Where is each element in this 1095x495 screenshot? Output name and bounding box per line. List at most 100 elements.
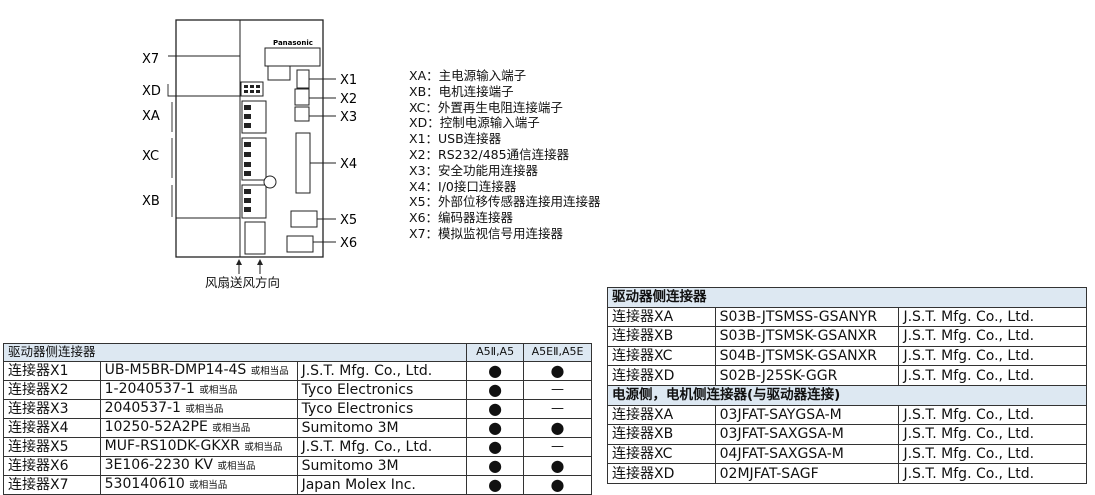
- equivalent-note: 或相当品: [185, 403, 224, 415]
- part-number: 530140610 或相当品: [99, 474, 298, 495]
- support-a5: ●: [466, 379, 525, 400]
- manufacturer: J.S.T. Mfg. Co., Ltd.: [296, 360, 468, 381]
- connector-name: 连接器XC: [607, 443, 716, 465]
- support-a5e: ●: [523, 417, 592, 438]
- connector-name: 连接器X3: [3, 398, 101, 419]
- label-x4: X4: [340, 157, 357, 172]
- legend-item: X6：编码器连接器: [409, 210, 514, 226]
- part-number-text: 3E106-2230 KV: [104, 456, 214, 473]
- equivalent-note: 或相当品: [189, 479, 228, 491]
- section-header: 电源侧，电机侧连接器(与驱动器连接): [607, 384, 1087, 406]
- manufacturer: J.S.T. Mfg. Co., Ltd.: [898, 306, 1087, 328]
- connector-legend: XA：主电源输入端子 XB：电机连接端子 XC：外置再生电阻连接端子 XD：控制…: [409, 68, 601, 242]
- support-a5: ●: [466, 417, 525, 438]
- support-a5: ●: [466, 436, 525, 457]
- fan-direction-label: 风扇送风方向: [205, 275, 281, 290]
- label-xd: XD: [142, 84, 161, 99]
- equivalent-note: 或相当品: [199, 384, 238, 396]
- equivalent-note: 或相当品: [250, 365, 289, 377]
- part-number-text: 10250-52A2PE: [104, 418, 208, 435]
- connector-name: 连接器XB: [607, 326, 716, 347]
- connector-name: 连接器XC: [607, 345, 716, 367]
- label-xc: XC: [142, 149, 159, 164]
- connector-name: 连接器X5: [3, 436, 101, 457]
- support-a5e: ●: [523, 360, 592, 381]
- support-a5e: —: [523, 379, 592, 400]
- legend-item: X4：I/0接口连接器: [409, 178, 517, 194]
- part-number: 10250-52A2PE 或相当品: [99, 417, 298, 438]
- table-header: 驱动器侧连接器: [2, 343, 468, 362]
- equivalent-note: 或相当品: [217, 460, 256, 472]
- part-number-text: 1-2040537-1: [104, 380, 195, 397]
- col-b-header: A5EⅡ,A5E: [523, 343, 592, 362]
- connector-name: 连接器XD: [607, 365, 716, 386]
- col-a-header: A5Ⅱ,A5: [466, 343, 525, 362]
- connector-name: 连接器X4: [3, 417, 101, 438]
- legend-item: X1：USB连接器: [409, 131, 502, 147]
- part-number: S04B-JTSMSK-GSANXR: [714, 345, 900, 367]
- manufacturer: J.S.T. Mfg. Co., Ltd.: [898, 443, 1087, 465]
- label-x2: X2: [340, 92, 357, 107]
- part-number: 2040537-1 或相当品: [99, 398, 298, 419]
- manufacturer: J.S.T. Mfg. Co., Ltd.: [898, 463, 1087, 484]
- manufacturer: Tyco Electronics: [296, 398, 468, 419]
- part-number-text: MUF-RS10DK-GKXR: [104, 437, 240, 454]
- part-number: 03JFAT-SAYGSA-M: [714, 404, 900, 426]
- legend-item: X3：安全功能用连接器: [409, 162, 539, 178]
- part-number: S03B-JTSMSS-GSANYR: [714, 306, 900, 328]
- table-header-row: 驱动器侧连接器 A5Ⅱ,A5 A5EⅡ,A5E: [2, 343, 592, 362]
- connector-name: 连接器XA: [607, 404, 716, 426]
- part-number: S02B-J25SK-GGR: [714, 365, 900, 386]
- support-a5e: —: [523, 436, 592, 457]
- part-number: MUF-RS10DK-GKXR 或相当品: [99, 436, 298, 457]
- legend-item: XB：电机连接端子: [409, 83, 514, 99]
- part-number: S03B-JTSMSK-GSANXR: [714, 326, 900, 347]
- equivalent-note: 或相当品: [244, 441, 283, 453]
- section-row: 电源侧，电机侧连接器(与驱动器连接): [607, 384, 1087, 406]
- manufacturer: J.S.T. Mfg. Co., Ltd.: [898, 365, 1087, 386]
- support-a5: ●: [466, 398, 525, 419]
- connector-name: 连接器X1: [3, 360, 101, 381]
- legend-item: XC：外置再生电阻连接端子: [409, 99, 563, 115]
- connector-name: 连接器XB: [607, 424, 716, 445]
- label-x5: X5: [340, 213, 357, 228]
- support-a5: ●: [466, 455, 525, 476]
- manufacturer: J.S.T. Mfg. Co., Ltd.: [898, 404, 1087, 426]
- part-number: 3E106-2230 KV 或相当品: [99, 455, 298, 476]
- label-x3: X3: [340, 110, 357, 125]
- part-number-text: 2040537-1: [104, 399, 181, 416]
- support-a5e: —: [523, 398, 592, 419]
- legend-item: XA：主电源输入端子: [409, 68, 527, 83]
- support-a5: ●: [466, 474, 525, 495]
- label-xb: XB: [142, 194, 160, 209]
- connector-name: 连接器X7: [3, 474, 101, 495]
- part-number-text: UB-M5BR-DMP14-4S: [104, 361, 247, 378]
- part-number: UB-M5BR-DMP14-4S 或相当品: [99, 360, 298, 381]
- part-number-text: 530140610: [104, 475, 185, 492]
- support-a5e: ●: [523, 455, 592, 476]
- connector-name: 连接器XD: [607, 463, 716, 484]
- legend-item: X2：RS232/485通信连接器: [409, 146, 570, 162]
- support-a5e: ●: [523, 474, 592, 495]
- label-xa: XA: [142, 109, 160, 124]
- section-header: 驱动器侧连接器: [607, 287, 1087, 308]
- manufacturer: J.S.T. Mfg. Co., Ltd.: [898, 345, 1087, 367]
- part-number: 02MJFAT-SAGF: [714, 463, 900, 484]
- manufacturer: J.S.T. Mfg. Co., Ltd.: [898, 424, 1087, 445]
- equivalent-note: 或相当品: [212, 422, 251, 434]
- manufacturer: J.S.T. Mfg. Co., Ltd.: [296, 436, 468, 457]
- manufacturer: Sumitomo 3M: [296, 417, 468, 438]
